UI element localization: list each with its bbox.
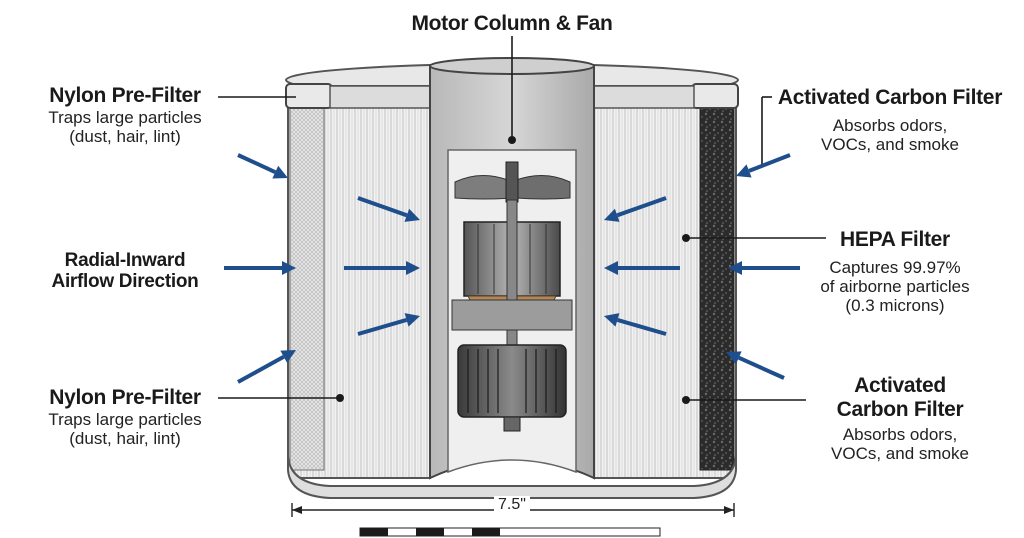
airflow-arrow-shaft <box>357 196 408 218</box>
airflow-arrow-shaft <box>237 355 285 384</box>
carbon-bottom-label: Activated Carbon Filter Absorbs odors, V… <box>831 374 969 464</box>
airflow-arrow-shaft <box>748 153 791 173</box>
airflow-arrow-head <box>404 208 420 222</box>
airflow-arrow-head <box>604 261 618 275</box>
prefilter-top-label: Nylon Pre-Filter Traps large particles (… <box>48 84 202 146</box>
airflow-arrows <box>224 153 800 384</box>
hepa-label: HEPA Filter Captures 99.97% of airborne … <box>820 228 970 315</box>
airflow-arrow-shaft <box>616 196 667 218</box>
carbon-top-label: Activated Carbon Filter Absorbs odors, V… <box>777 86 1003 154</box>
leader-lines <box>218 36 826 401</box>
airflow-arrow-shaft <box>737 355 785 380</box>
airflow-arrow-shaft <box>357 317 408 336</box>
airflow-arrow-shaft <box>616 317 667 336</box>
airflow-arrow-head <box>272 165 288 179</box>
airflow-arrow-head <box>282 261 296 275</box>
prefilter-bottom-label: Nylon Pre-Filter Traps large particles (… <box>48 386 202 448</box>
motor-column-label: Motor Column & Fan <box>411 12 613 35</box>
airflow-arrow-shaft <box>237 153 277 174</box>
airflow-arrow-head <box>728 261 742 275</box>
airflow-arrow-head <box>280 350 296 363</box>
airflow-arrow-head <box>604 313 620 327</box>
airflow-arrow-head <box>726 351 742 365</box>
airflow-arrow-head <box>406 261 420 275</box>
width-dimension-label: 7.5" <box>494 496 530 514</box>
airflow-arrow-head <box>404 313 420 327</box>
airflow-direction-label: Radial-Inward Airflow Direction <box>51 250 199 293</box>
airflow-arrow-head <box>736 164 752 178</box>
scale-bar <box>359 527 661 537</box>
airflow-arrow-head <box>604 208 620 222</box>
